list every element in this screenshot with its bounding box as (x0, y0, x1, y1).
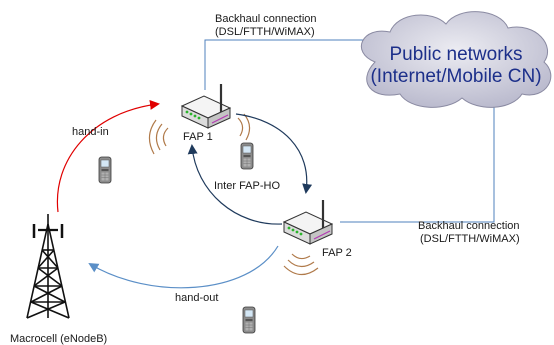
mobile-phone-icon-2 (240, 142, 254, 170)
fap1-router-icon (180, 82, 232, 130)
fap1-label: FAP 1 (183, 131, 213, 143)
macrocell-label: Macrocell (eNodeB) (10, 333, 107, 345)
mobile-phone-icon-1 (98, 156, 112, 184)
backhaul-right-label-line2: (DSL/FTTH/WiMAX) (420, 233, 520, 245)
backhaul-top-label-line2: (DSL/FTTH/WiMAX) (215, 26, 315, 38)
inter-fap-ho-arrow-down (235, 113, 313, 194)
backhaul-top-label-line1: Backhaul connection (215, 13, 317, 25)
inter-fap-ho-label: Inter FAP-HO (214, 180, 280, 192)
fap2-label: FAP 2 (322, 247, 352, 259)
cloud-label-line2: (Internet/Mobile CN) (370, 66, 541, 87)
public-network-cloud: Public networks (Internet/Mobile CN) (360, 11, 552, 108)
hand-out-arrow (88, 245, 279, 289)
fap2-router-icon (282, 198, 334, 246)
mobile-phone-icon-3 (242, 306, 256, 334)
fap2-signal-waves-icon (283, 253, 319, 276)
macrocell-tower-icon (26, 214, 70, 319)
backhaul-top-line (204, 39, 375, 90)
cloud-label-line1: Public networks (389, 44, 522, 65)
inter-fap-ho-arrow-up (187, 144, 283, 225)
hand-out-label: hand-out (175, 292, 218, 304)
hand-in-arrow (56, 100, 160, 213)
hand-in-label: hand-in (72, 126, 109, 138)
backhaul-right-label-line1: Backhaul connection (418, 220, 520, 232)
backhaul-right-line (340, 86, 495, 223)
